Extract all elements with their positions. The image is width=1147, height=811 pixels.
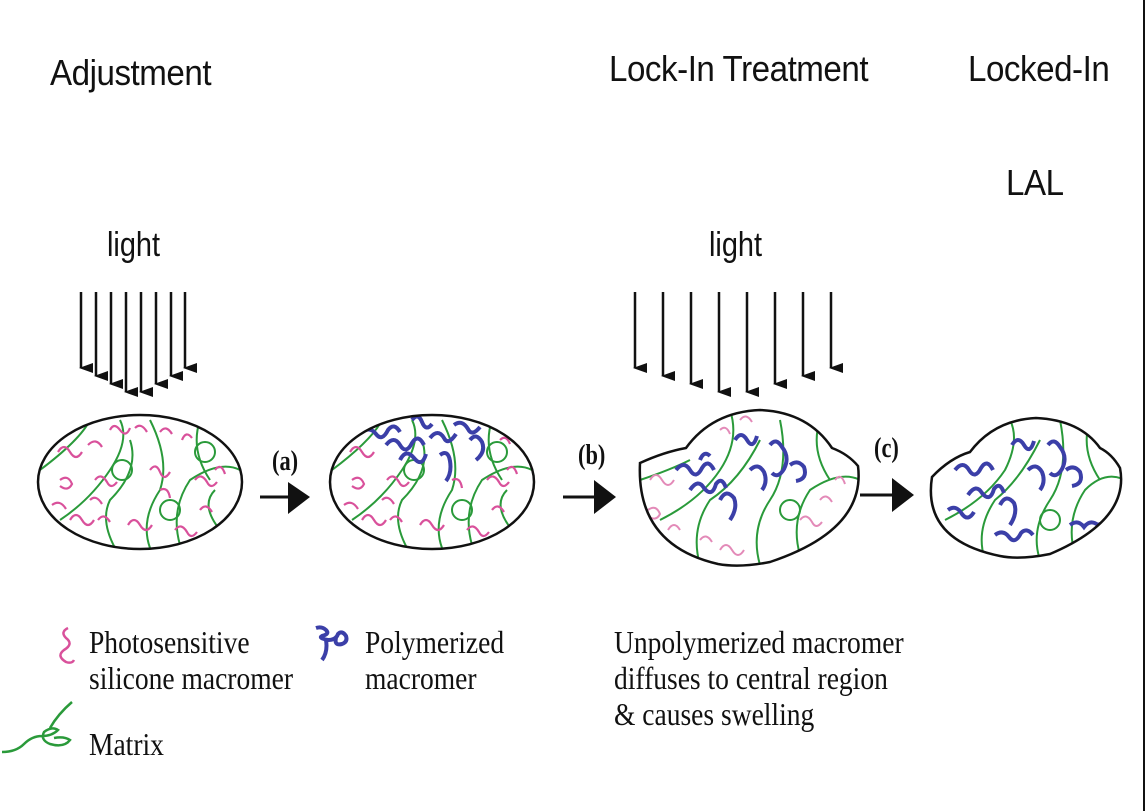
light-arrows-lock-in [633,292,843,397]
photosensitive-strands [51,424,227,538]
photosensitive-strands [647,415,846,556]
light-arrows-adjustment [79,292,197,397]
polymerized-macromer-icon [315,625,349,662]
process-arrow-b [563,480,616,514]
photosensitive-strands [343,436,519,538]
lens-after-adjustment [328,413,536,551]
legend-note-line1: Unpolymerized macromer [614,624,904,660]
legend-polymerized-line2: macromer [365,660,477,696]
legend-matrix: Matrix [89,726,164,762]
polymerized-strands [674,433,807,522]
legend-photosensitive: Photosensitive silicone macromer [89,624,293,696]
legend-note: Unpolymerized macromer diffuses to centr… [614,624,904,732]
heading-lock-in-treatment: Lock-In Treatment [609,48,869,89]
lens-swollen [638,408,860,567]
legend-note-line2: diffuses to central region [614,660,888,696]
process-arrow-c [860,478,914,512]
polymerized-strands [946,438,1111,543]
legend-photosensitive-line1: Photosensitive [89,624,250,660]
matrix-strands [331,419,533,549]
arrow-right-icon [892,478,914,512]
legend-polymerized-line1: Polymerized [365,624,505,660]
step-label-c: (c) [874,433,899,464]
matrix-icon [1,701,73,754]
arrow-right-icon [594,480,616,514]
heading-adjustment: Adjustment [50,52,212,93]
step-label-b: (b) [578,440,606,471]
matrix-strands [944,419,1122,558]
lens-initial [36,413,244,551]
heading-lal: LAL [1006,162,1064,203]
heading-locked-in: Locked-In [968,48,1110,89]
matrix-strands [639,410,859,566]
legend-polymerized: Polymerized macromer [365,624,504,696]
light-label-adjustment: light [107,226,161,264]
polymerized-strands [360,415,486,483]
process-arrow-a [260,482,310,514]
legend-note-line3: & causes swelling [614,696,815,732]
step-label-a: (a) [272,446,299,477]
frame-border [1143,0,1145,811]
arrow-right-icon [288,482,310,514]
legend-photosensitive-line2: silicone macromer [89,660,294,696]
lens-locked-in [929,416,1123,559]
photosensitive-macromer-icon [59,626,76,664]
light-label-lock-in: light [709,226,763,264]
